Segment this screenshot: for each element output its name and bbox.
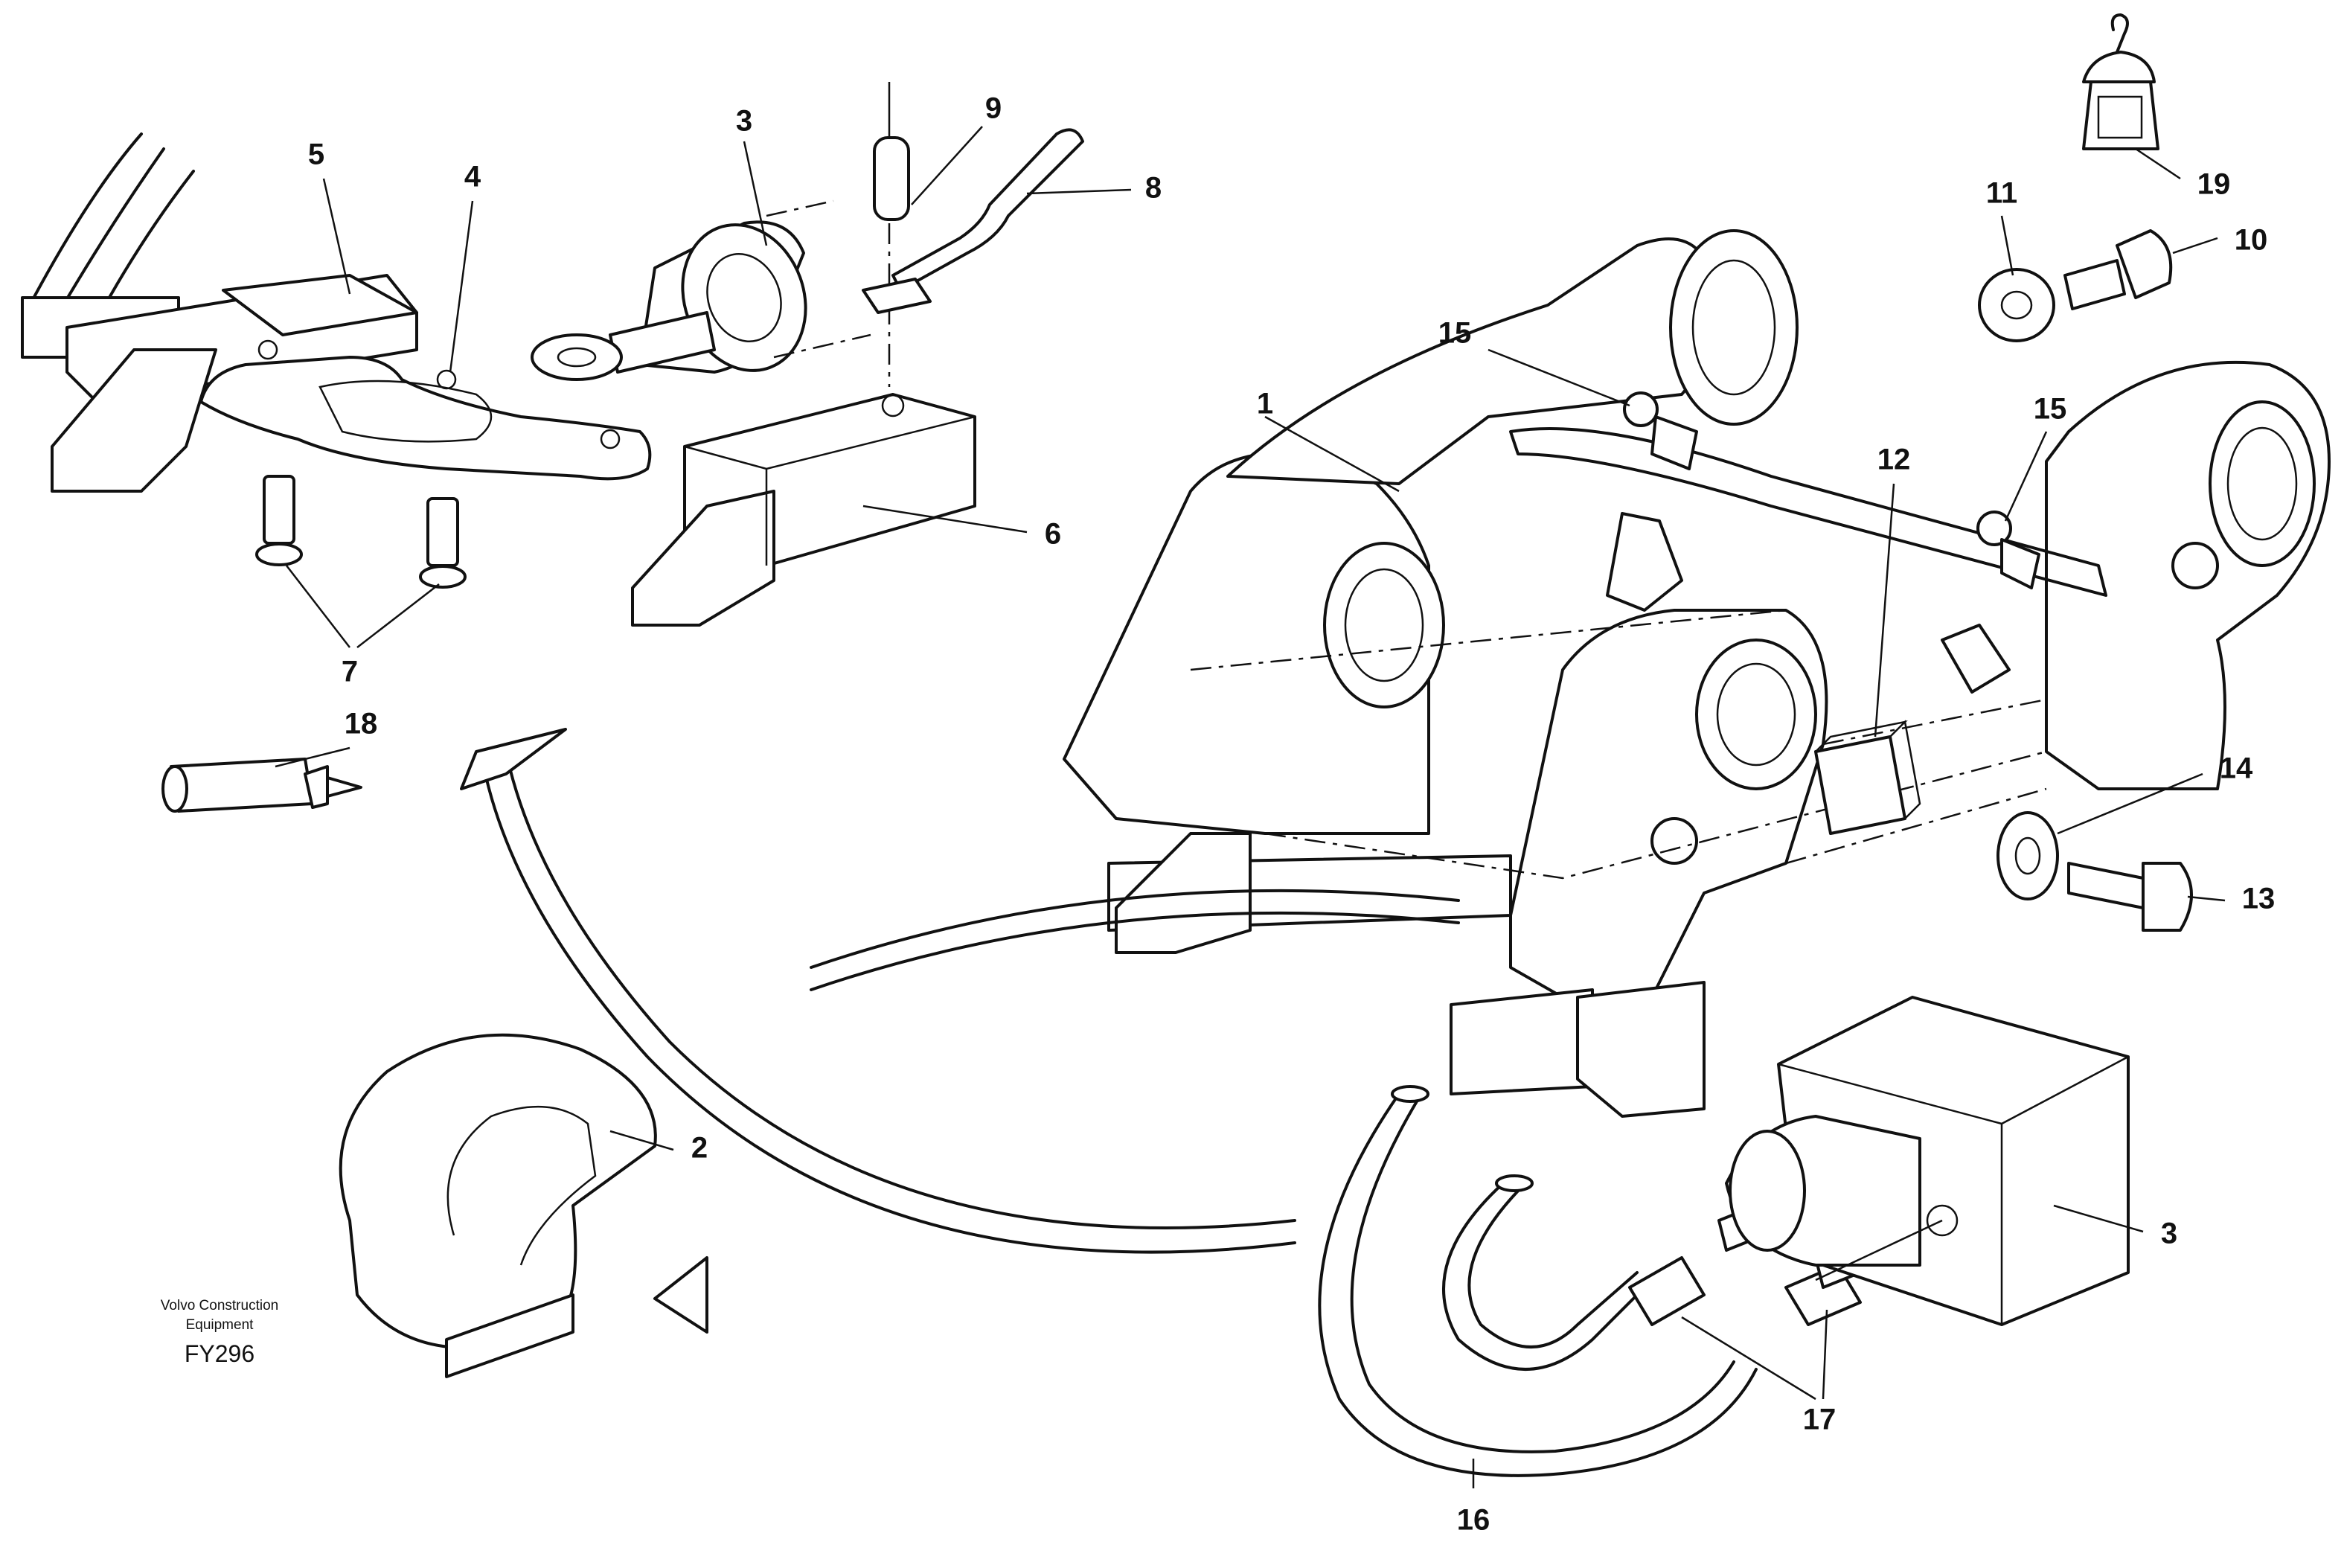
callout-10: 10 (2235, 224, 2268, 257)
callout-5: 5 (308, 138, 324, 171)
callout-14: 14 (2220, 752, 2253, 785)
part-3-cylinder-large (1725, 996, 2130, 1326)
callout-12: 12 (1877, 444, 1911, 476)
part-3-cylinder-small (531, 199, 871, 381)
callout-19: 19 (2197, 168, 2231, 201)
brand-line-2: Equipment (186, 1317, 254, 1333)
part-4-lock-plate (199, 356, 652, 481)
callout-7: 7 (342, 656, 358, 688)
callout-8: 8 (1145, 172, 1162, 205)
callout-15: 15 (1438, 317, 1472, 350)
callout-4: 4 (464, 161, 481, 193)
callout-11: 11 (1986, 177, 2017, 210)
callouts: 1 2 3 3 4 5 6 7 8 9 10 11 12 13 14 15 15… (308, 92, 2275, 1537)
callout-13: 13 (2242, 883, 2276, 915)
callout-2: 2 (691, 1132, 708, 1165)
part-13-bolt (2067, 862, 2193, 932)
callout-15: 15 (2034, 393, 2067, 426)
part-1-quick-coupler-frame (1063, 229, 2331, 1118)
part-5-bracket (21, 132, 418, 493)
callout-18: 18 (345, 708, 378, 740)
part-6-wedge (631, 393, 976, 627)
leader-lines (275, 126, 2226, 1488)
callout-3: 3 (736, 105, 752, 138)
assembly-arrow (460, 728, 1460, 1334)
part-15-grease-nipples (1606, 391, 2040, 694)
part-7-screws (255, 475, 467, 589)
callout-16: 16 (1457, 1504, 1490, 1537)
part-9-pin (873, 82, 910, 387)
part-16-hoses (1318, 1085, 1758, 1477)
callout-17: 17 (1803, 1404, 1837, 1436)
part-14-washer (1996, 811, 2059, 900)
brand-line-1: Volvo Construction (161, 1298, 278, 1313)
callout-1: 1 (1257, 388, 1273, 420)
callout-6: 6 (1045, 518, 1061, 551)
part-8-lever (862, 128, 1084, 314)
part-11-washer (1978, 268, 2055, 342)
part-10-bolt (2063, 229, 2173, 310)
part-2-spacer (339, 1033, 657, 1378)
callout-3: 3 (2161, 1217, 2177, 1250)
part-19-bottle (2082, 13, 2159, 150)
figure-code: FY296 (185, 1340, 254, 1367)
part-18-nipple (161, 758, 362, 813)
figure-caption: Volvo Construction Equipment FY296 (161, 1298, 278, 1367)
part-12-block (1814, 720, 1921, 835)
callout-9: 9 (985, 92, 1002, 125)
